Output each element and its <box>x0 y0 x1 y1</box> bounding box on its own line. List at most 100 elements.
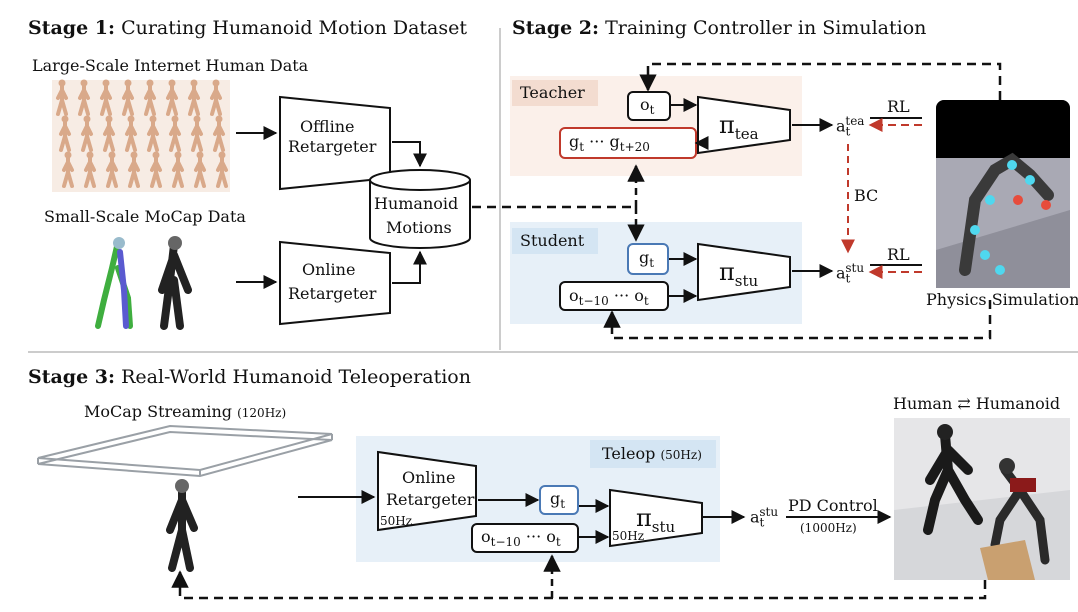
crowd-figure <box>62 156 74 188</box>
crowd-figure <box>191 120 203 152</box>
human-humanoid-photo <box>894 418 1070 580</box>
stage2-title: Stage 2: Training Controller in Simulati… <box>512 17 927 39</box>
crowd-figure-head <box>171 115 179 123</box>
goal-student-text: gt <box>639 248 655 271</box>
crowd-figure-head <box>212 79 220 87</box>
crowd-figure <box>172 156 184 188</box>
crowd-figure-head <box>215 115 223 123</box>
internet-human-figures <box>52 79 230 192</box>
crowd-figure <box>125 120 137 152</box>
humanoid-motions-cylinder <box>369 169 471 249</box>
online-retargeter-s3-shape <box>377 450 477 532</box>
crowd-figure <box>213 120 225 152</box>
crowd-figure-head <box>130 151 138 159</box>
crowd-figure-head <box>64 151 72 159</box>
obs-box-teacher <box>627 91 671 121</box>
crowd-figure-head <box>80 79 88 87</box>
crowd-figure-head <box>196 151 204 159</box>
crowd-figure-head <box>152 151 160 159</box>
crowd-figure-head <box>83 115 91 123</box>
student-label-bg <box>512 228 598 254</box>
action-s3-text: atstu <box>750 505 779 530</box>
bc-label: BC <box>854 186 879 205</box>
obs-teacher-text: ot <box>640 95 655 118</box>
stage3-title: Stage 3: Real-World Humanoid Teleoperati… <box>28 366 471 388</box>
crowd-figure-head <box>149 115 157 123</box>
crowd-figure-head <box>58 79 66 87</box>
rl-label-student: RL <box>887 245 910 264</box>
human-humanoid-label: Human ⇄ Humanoid <box>893 394 1061 413</box>
crowd-figure-head <box>193 115 201 123</box>
crowd-figure <box>103 120 115 152</box>
teleop-label-bg <box>590 440 716 468</box>
offline-label-2: Retargeter <box>288 137 377 156</box>
pd-control-label: PD Control <box>788 496 878 515</box>
online-s3-hz: 50Hz <box>380 514 413 528</box>
goal-box-student <box>627 243 669 275</box>
mocap-data-label: Small-Scale MoCap Data <box>44 207 246 226</box>
operator-figure <box>166 479 198 572</box>
mocap-figures <box>95 236 192 330</box>
crowd-figure-head <box>108 151 116 159</box>
crowd-figure-head <box>174 151 182 159</box>
online-label-2: Retargeter <box>288 284 377 303</box>
online-label-1: Online <box>302 260 356 279</box>
internet-data-label: Large-Scale Internet Human Data <box>32 56 309 75</box>
rl-label-teacher: RL <box>887 97 910 116</box>
action-student-text: atstu <box>836 261 865 286</box>
crowd-figure <box>216 156 228 188</box>
obs-history-box-s3 <box>471 523 579 553</box>
teleop-label: Teleop (50Hz) <box>602 444 702 463</box>
crowd-figure-head <box>102 79 110 87</box>
crowd-figure <box>188 84 200 116</box>
motions-label-1: Humanoid <box>374 194 459 213</box>
crowd-figure-head <box>61 115 69 123</box>
crowd-figure <box>147 120 159 152</box>
crowd-figure <box>169 120 181 152</box>
crowd-figure <box>122 84 134 116</box>
crowd-figure <box>59 120 71 152</box>
crowd-figure-head <box>105 115 113 123</box>
crowd-figure-head <box>124 79 132 87</box>
pi-teacher-text: πtea <box>719 111 759 143</box>
pi-teacher-shape <box>697 95 791 155</box>
goal-box-s3 <box>539 485 579 515</box>
stage1-title: Stage 1: Curating Humanoid Motion Datase… <box>28 17 467 39</box>
crowd-figure-head <box>127 115 135 123</box>
pi-student-shape <box>697 242 791 302</box>
crowd-figure-head <box>86 151 94 159</box>
crowd-figure <box>144 84 156 116</box>
crowd-figure <box>166 84 178 116</box>
crowd-figure-head <box>218 151 226 159</box>
pi-s3-hz: 50Hz <box>612 529 645 543</box>
offline-label-1: Offline <box>300 117 355 136</box>
online-s3-label-2: Retargeter <box>386 490 475 509</box>
action-teacher-text: attea <box>836 114 865 139</box>
pi-s3-shape <box>609 488 703 548</box>
physics-sim-image <box>936 100 1070 288</box>
goal-seq-text: gt ··· gt+20 <box>569 132 650 155</box>
obs-history-text: ot−10 ··· ot <box>569 286 649 309</box>
teacher-label-bg <box>512 80 598 106</box>
teacher-label: Teacher <box>520 83 585 102</box>
online-retargeter-shape <box>279 240 391 326</box>
mocap-truss <box>37 424 333 478</box>
crowd-figure <box>194 156 206 188</box>
obs-history-s3-text: ot−10 ··· ot <box>481 527 561 550</box>
obs-history-box <box>559 281 669 311</box>
crowd-figure <box>81 120 93 152</box>
pi-s3-text: πstu <box>636 504 676 536</box>
crowd-figure <box>56 84 68 116</box>
crowd-figure-head <box>190 79 198 87</box>
physics-sim-label: Physics Simulation <box>926 290 1078 309</box>
pd-control-hz: (1000Hz) <box>800 521 857 535</box>
crowd-figure <box>106 156 118 188</box>
crowd-figure <box>150 156 162 188</box>
crowd-figure-head <box>168 79 176 87</box>
motions-label-2: Motions <box>386 218 452 237</box>
mocap-streaming-label: MoCap Streaming (120Hz) <box>84 402 287 421</box>
crowd-figure <box>84 156 96 188</box>
pi-student-text: πstu <box>719 258 759 290</box>
